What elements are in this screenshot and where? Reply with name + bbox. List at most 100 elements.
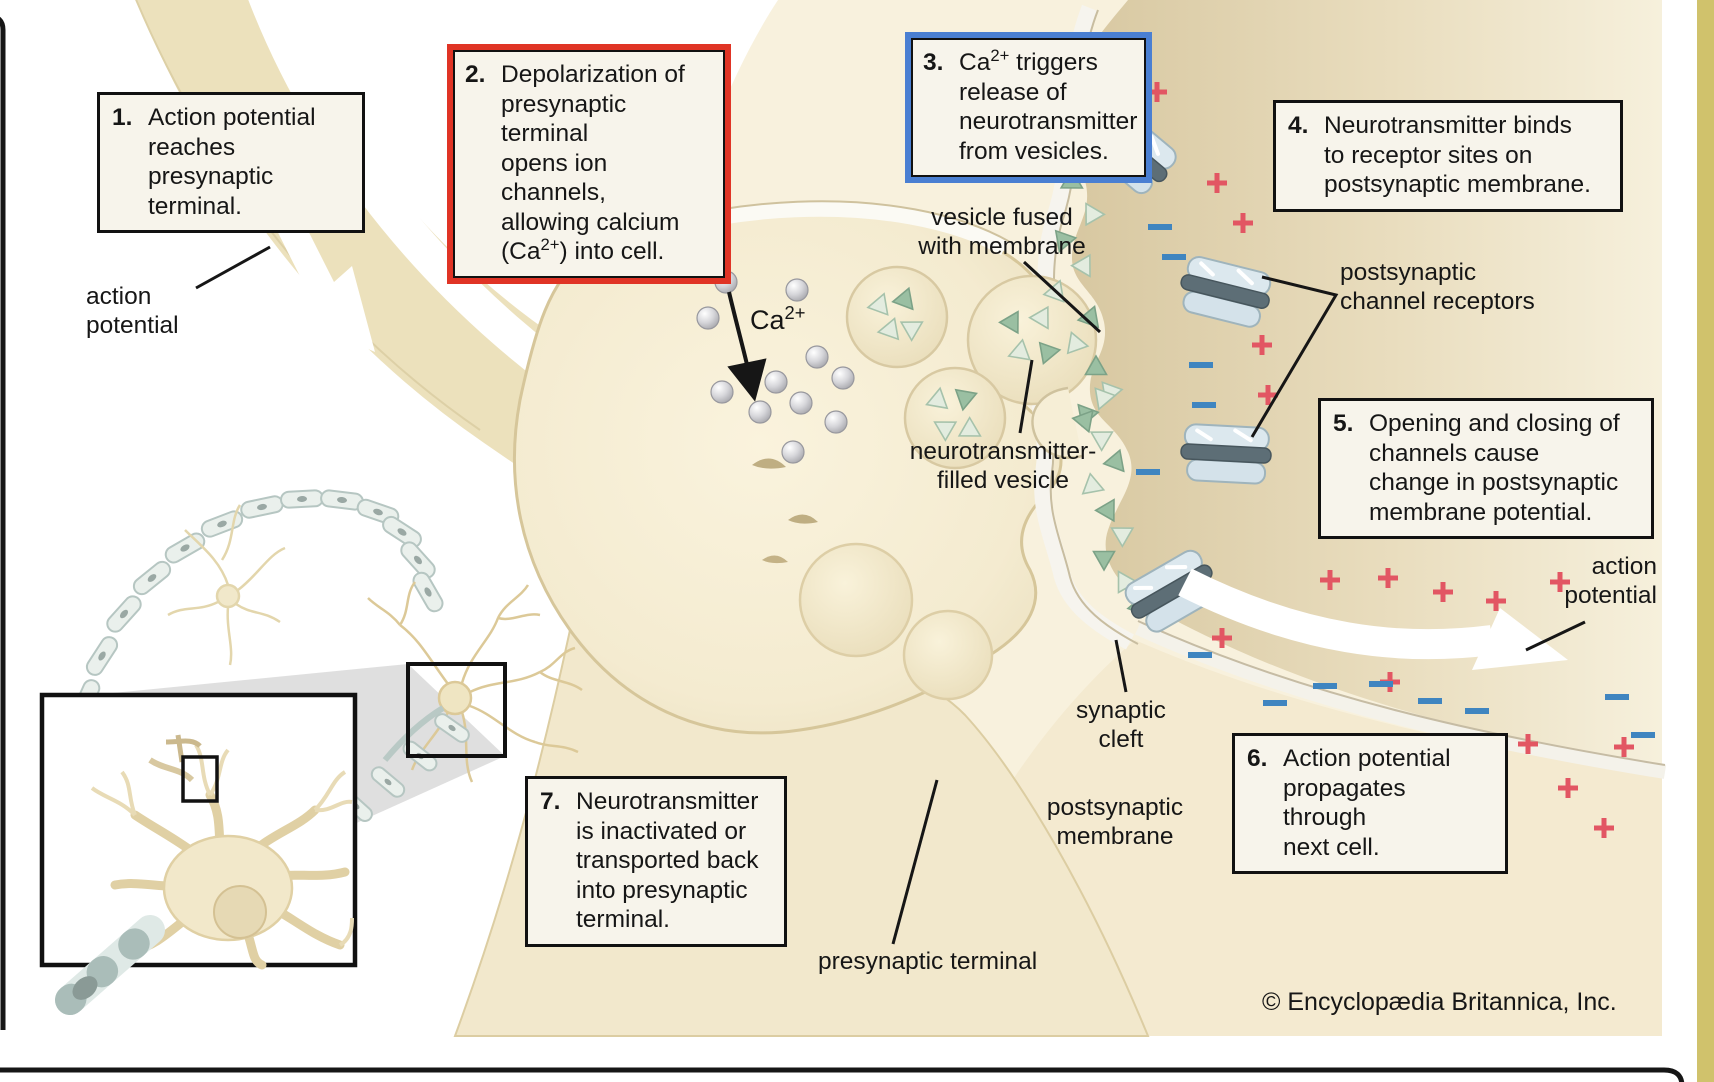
neurotransmitter-triangles	[866, 51, 1149, 617]
neurotransmitter-triangle	[1081, 472, 1106, 495]
myelin-arc	[62, 489, 444, 767]
calcium-ion	[831, 366, 855, 390]
neurotransmitter-triangle	[876, 317, 900, 341]
neurotransmitter-triangle	[1089, 431, 1114, 452]
next-cell-membrane-line	[1137, 620, 1666, 766]
neuron-2	[367, 581, 583, 783]
neurotransmitter-vesicle-label: neurotransmitter-filled vesicle	[909, 438, 1097, 494]
neurotransmitter-triangle	[1102, 448, 1125, 473]
calcium-ion	[824, 410, 848, 434]
step-number: 5.	[1333, 410, 1354, 437]
neurotransmitter-triangle	[899, 321, 924, 342]
step-number: 7.	[540, 788, 561, 815]
myelin-segment	[132, 560, 172, 596]
magnifier-target-box	[181, 755, 219, 803]
plus-sign	[1233, 213, 1253, 233]
plus-sign	[1320, 570, 1340, 590]
plus-signs	[1147, 82, 1634, 838]
vesicle	[902, 609, 994, 701]
calcium-ion	[785, 278, 809, 302]
plus-sign	[1252, 335, 1272, 355]
terminal-fleck	[788, 514, 818, 524]
neuron-1	[167, 504, 286, 666]
calcium-ion	[805, 345, 829, 369]
presynaptic-terminal-label: presynaptic terminal	[818, 948, 1038, 975]
myelin-segment	[400, 541, 436, 579]
channel-receptor-icon	[1180, 256, 1272, 328]
neurotransmitter-triangle	[1066, 331, 1090, 355]
action-potential-arrowhead-postsynaptic	[1472, 608, 1568, 670]
plus-sign	[1207, 173, 1227, 193]
myelin-segment	[370, 766, 406, 798]
vesicle	[798, 542, 914, 658]
neuron-overview-inset	[39, 489, 583, 1015]
neurotransmitter-triangle	[1070, 253, 1091, 278]
myelin-segment	[434, 713, 470, 743]
sidebar-strip	[1697, 0, 1714, 1082]
step-number: 3.	[923, 49, 944, 76]
plus-sign	[1433, 582, 1453, 602]
bottom-frame-edge	[0, 1067, 1685, 1082]
copyright-notice: © Encyclopædia Britannica, Inc.	[1262, 988, 1617, 1016]
magnified-neuron-nucleus	[213, 885, 267, 939]
calcium-ion	[789, 391, 813, 415]
step-number: 1.	[112, 104, 133, 131]
myelin-segment	[200, 510, 244, 538]
neurotransmitter-triangle	[1054, 229, 1078, 253]
vesicle-filled	[966, 274, 1098, 406]
calcium-entry-arrow	[727, 291, 767, 402]
neurotransmitter-triangle	[1076, 305, 1100, 329]
minus-signs	[1136, 224, 1655, 738]
step-number: 2.	[465, 61, 486, 88]
neurotransmitter-triangle	[1007, 338, 1031, 361]
neurotransmitter-triangle	[954, 388, 978, 412]
action-potential-arrow-postsynaptic	[1178, 568, 1494, 660]
calcium-ion-label: Ca2+	[750, 302, 806, 335]
neurotransmitter-triangle	[1094, 498, 1115, 523]
terminal-fleck	[752, 458, 786, 469]
myelin-segment	[106, 595, 142, 633]
calcium-ion	[696, 306, 720, 330]
plus-sign	[1594, 818, 1614, 838]
neurotransmitter-triangle	[925, 386, 949, 410]
plus-sign	[1550, 572, 1570, 592]
plus-sign	[1212, 628, 1232, 648]
step-number: 4.	[1288, 112, 1309, 139]
neurotransmitter-triangle	[866, 292, 889, 316]
vesicle-filled	[845, 265, 949, 369]
neurotransmitter-triangle	[998, 310, 1019, 335]
plus-sign	[1486, 591, 1506, 611]
myelin-segment	[382, 515, 422, 549]
neurotransmitter-triangle	[957, 416, 982, 437]
neurotransmitter-triangle	[891, 286, 914, 311]
neurotransmitter-triangle	[1110, 527, 1135, 548]
plus-sign	[1258, 385, 1278, 405]
myelin-segment	[412, 571, 444, 613]
neurotransmitter-triangle	[1028, 305, 1049, 330]
myelin-segment	[320, 489, 364, 511]
magnified-neuron-box	[39, 692, 358, 1015]
magnifier-source-box	[406, 662, 507, 758]
neurotransmitter-triangle	[933, 421, 958, 442]
neurotransmitter-triangle	[1092, 550, 1116, 572]
neurotransmitter-triangle	[1071, 409, 1094, 434]
